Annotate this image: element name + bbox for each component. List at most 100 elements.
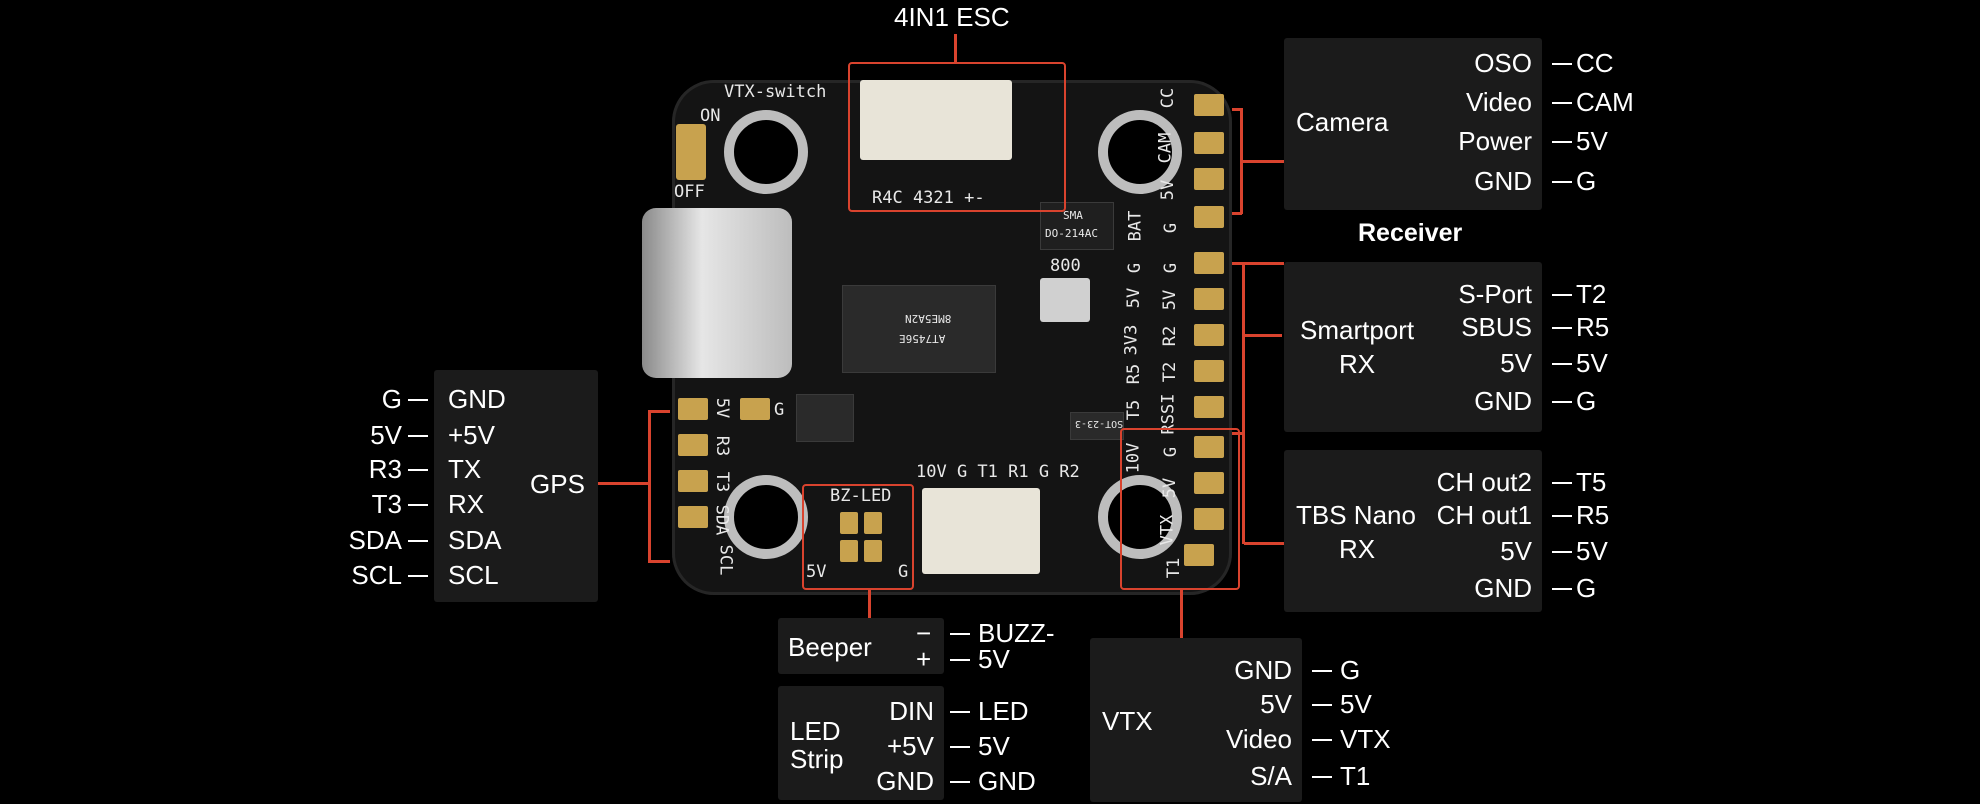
rx-pad-1 [1194,252,1224,274]
gps-box [434,370,598,602]
on-label: ON [700,106,721,126]
vtx-pin-gnd: GND [1234,655,1292,685]
rx-label-r2: R2 [1160,325,1181,347]
led-pad-gnd: GND [978,766,1036,796]
beeper-leader [868,590,871,618]
tbs-pin-chout1: CH out1 [1436,500,1532,530]
camera-pin-power: Power [1458,126,1532,156]
board-left-t3: T3 [712,471,733,493]
tbs-pin-gnd: GND [1474,573,1532,603]
led-pin-gnd: GND [876,766,934,796]
smartport-pin-5v: 5V [1500,348,1532,378]
bz-pad-3 [840,540,858,562]
tbs-pad-r5: R5 [1576,500,1610,530]
cam-pad-cc [1194,94,1224,116]
led-title-2: Strip [790,744,844,774]
gps-pad-r3: R3 [368,454,402,484]
mount-hole-top-left [724,110,808,194]
bz-led-label: BZ-LED [830,486,892,506]
led-pin-din: DIN [889,696,934,726]
vtx-pad-4 [1184,544,1214,566]
vtx-highlight [1120,428,1240,590]
vtx-pad-3 [1194,508,1224,530]
led-pad-5v: 5V [978,731,1010,761]
camera-pin-video: Video [1465,87,1532,117]
boot-button[interactable] [1040,278,1090,322]
esc-connector [860,80,1012,160]
beeper-box [778,618,944,674]
gps-pad-g: G [381,384,402,414]
beeper-title: Beeper [788,632,872,662]
board-right-bat: BAT [1125,210,1146,242]
smartport-title-1: Smartport [1300,315,1415,345]
gps-pin-sda: SDA [448,525,502,555]
tbs-box [1284,450,1542,612]
beeper-pin-plus: + [916,644,932,674]
camera-box [1284,38,1542,210]
gps-pad-t3 [678,470,708,492]
sot-component: SOT-23-3 [1070,412,1124,440]
gps-pad-r3 [678,434,708,456]
vtx-switch-label: VTX-switch [724,82,827,102]
esc-leader [954,34,957,62]
board-left-scl: SCL [715,544,736,576]
rx-label-r5: R5 [1124,363,1145,385]
led-title-1: LED [790,716,841,746]
board-left-sda: SDA [711,504,732,536]
smartport-pad-r5: R5 [1576,312,1610,342]
beeper-pin-minus: − [916,618,932,648]
sma-component: SMA DO-214AC [1040,202,1114,250]
off-label: OFF [674,182,705,202]
vtx-pad-5v: 5V [1340,689,1372,719]
vtx-pad-g: G [1340,655,1361,685]
smartport-box [1284,262,1542,432]
board-left-5v: 5V [712,397,733,419]
esc-highlight [848,62,1066,212]
tbs-title-1: TBS Nano [1296,500,1416,530]
gps-pin-5v: +5V [448,420,495,450]
gps-connector [598,482,648,485]
smartport-pad-t2: T2 [1576,279,1607,309]
tbs-pad-5v: 5V [1576,536,1608,566]
tbs-pin-chout2: CH out2 [1436,467,1532,497]
smartport-pin-sport: S-Port [1458,279,1532,309]
beeper-pad-5v: 5V [978,644,1010,674]
board-left-r3: R3 [712,435,733,457]
gps-pad-sda [678,506,708,528]
smartport-title-2: RX [1339,349,1376,379]
bottom-pins-label: 10V G T1 R1 G R2 [916,462,1080,482]
vtx-pin-5v: 5V [1260,689,1292,719]
camera-title: Camera [1296,107,1389,137]
cam-pad-g [1194,206,1224,228]
esc-label: 4IN1 ESC [894,2,1010,32]
vtx-pad-2 [1194,472,1224,494]
smartport-pad-5v: 5V [1576,348,1608,378]
vtx-pad-t1: T1 [1340,761,1371,791]
led-pin-5v: +5V [887,731,934,761]
led-box [778,686,944,800]
rx-label-3v3: 3V3 [1121,324,1142,356]
beeper-pad-buzz: BUZZ- [978,618,1055,648]
smartport-pin-sbus: SBUS [1461,312,1532,342]
code-800: 800 [1050,256,1081,276]
receiver-heading: Receiver [1358,219,1463,247]
rx-label-g2: G [1161,262,1182,274]
gps-pad-scl: SCL [351,560,402,590]
camera-pad-cam: CAM [1576,87,1634,117]
bz-g-label: G [898,562,909,582]
tbs-pad-g: G [1576,573,1597,603]
camera-pad-cc: CC [1576,48,1614,78]
rx-label-5v2: 5V [1160,289,1181,311]
gps-pin-gnd: GND [448,384,506,414]
vtx-box [1090,638,1302,802]
board-right-g: G [1161,222,1182,234]
camera-bracket [1232,108,1242,111]
usb-c-port[interactable] [642,208,792,378]
gps-pad-5v [678,398,708,420]
receiver-bracket [1232,262,1244,265]
rx-label-g1: G [1125,262,1146,274]
tbs-title-2: RX [1339,534,1376,564]
vtx-switch-toggle[interactable] [676,124,706,180]
rx-pad-5 [1194,396,1224,418]
rx-label-t2: T2 [1160,361,1181,383]
